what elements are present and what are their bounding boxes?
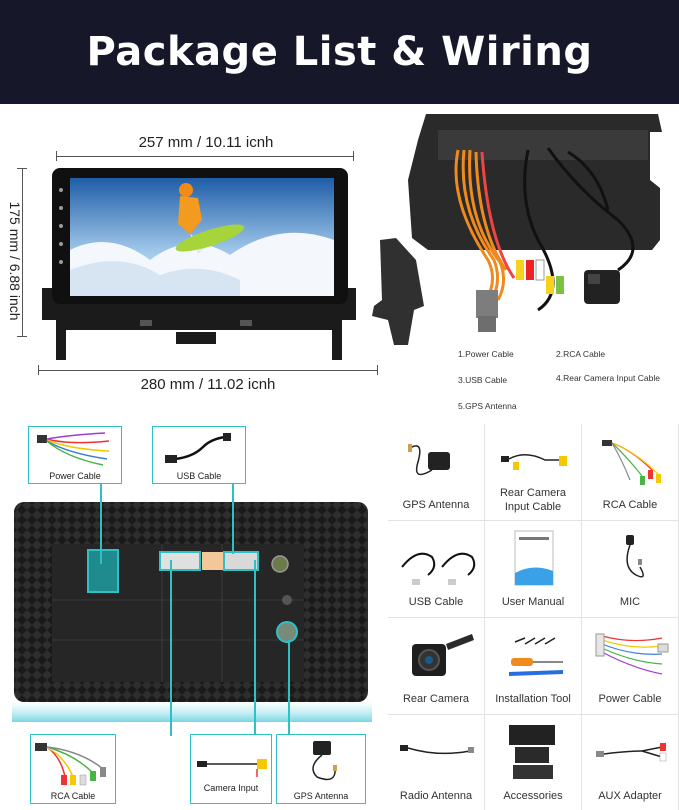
package-items-grid: GPS Antenna Rear Camera Input Cable bbox=[388, 424, 679, 810]
power-cable-icon bbox=[37, 432, 110, 466]
package-item-label: User Manual bbox=[501, 596, 565, 608]
usb-cable-icon bbox=[401, 552, 476, 585]
package-item: MIC bbox=[582, 521, 679, 618]
package-item: RCA Cable bbox=[582, 424, 679, 521]
tool-icon bbox=[509, 637, 563, 676]
legend-usb-cable: 3.USB Cable bbox=[458, 375, 508, 385]
leader-gps bbox=[288, 640, 290, 736]
callout-usb-cable: USB Cable bbox=[152, 426, 246, 484]
package-item: USB Cable bbox=[388, 521, 485, 618]
dimension-line-bottom bbox=[38, 370, 378, 371]
dimension-tick-left-bottom bbox=[17, 336, 27, 337]
dimension-top-width: 257 mm / 10.11 icnh bbox=[138, 134, 274, 151]
callout-power-cable: Power Cable bbox=[28, 426, 122, 484]
rca-cable-icon bbox=[35, 743, 106, 786]
dimension-height: 175 mm / 6.88 inch bbox=[7, 201, 23, 321]
callout-gps-antenna: GPS Antenna bbox=[276, 734, 366, 804]
package-item-label: Accessories bbox=[503, 790, 563, 802]
package-item-label: Rear Camera bbox=[402, 693, 470, 705]
callout-usb-label: USB Cable bbox=[176, 471, 222, 481]
dimension-tick-bottom-left bbox=[38, 365, 39, 375]
mic-icon bbox=[626, 535, 644, 578]
power-cable-icon bbox=[595, 633, 669, 675]
dimension-tick-left-top bbox=[17, 168, 27, 169]
usb-cable-icon bbox=[165, 433, 231, 463]
callout-camera-input: Camera Input bbox=[190, 734, 272, 804]
stereo-front-image bbox=[42, 168, 356, 360]
package-item-label-line1: Rear Camera bbox=[499, 487, 567, 499]
package-item-label-line2: Input Cable bbox=[504, 501, 562, 513]
callout-power-label: Power Cable bbox=[49, 471, 101, 481]
leader-rca bbox=[170, 560, 172, 736]
dimension-tick-top-left bbox=[56, 151, 57, 161]
rear-camera-icon bbox=[412, 634, 474, 676]
leader-usb bbox=[232, 484, 234, 554]
package-item: Installation Tool bbox=[485, 618, 582, 715]
callout-camera-label: Camera Input bbox=[203, 783, 259, 793]
package-item: User Manual bbox=[485, 521, 582, 618]
package-item: Power Cable bbox=[582, 618, 679, 715]
leader-camera bbox=[254, 560, 256, 736]
package-item-label: GPS Antenna bbox=[402, 499, 470, 511]
package-item-label: AUX Adapter bbox=[598, 790, 662, 802]
package-item: Radio Antenna bbox=[388, 715, 485, 810]
dimension-tick-bottom-right bbox=[377, 365, 378, 375]
package-item: Rear Camera bbox=[388, 618, 485, 715]
rca-cable-icon bbox=[602, 440, 661, 485]
legend-rear-camera-cable: 4.Rear Camera Input Cable bbox=[556, 373, 660, 383]
dimension-line-top bbox=[56, 156, 354, 157]
gps-antenna-icon bbox=[312, 741, 337, 781]
header-banner: Package List & Wiring bbox=[0, 0, 679, 104]
dimension-tick-top-right bbox=[353, 151, 354, 161]
legend-gps-antenna: 5.GPS Antenna bbox=[458, 401, 517, 411]
package-item: Accessories bbox=[485, 715, 582, 810]
package-item-label: MIC bbox=[619, 596, 641, 608]
gps-antenna-icon bbox=[408, 444, 450, 476]
manual-icon bbox=[514, 530, 554, 586]
package-item-label: Installation Tool bbox=[495, 693, 571, 705]
legend-power-cable: 1.Power Cable bbox=[458, 349, 514, 359]
aux-adapter-icon bbox=[596, 743, 667, 762]
package-item: Rear Camera Input Cable bbox=[485, 424, 582, 521]
radio-antenna-icon bbox=[400, 745, 474, 755]
package-item: GPS Antenna bbox=[388, 424, 485, 521]
leader-power bbox=[100, 484, 102, 564]
camera-input-cable-icon bbox=[197, 759, 267, 777]
package-item: AUX Adapter bbox=[582, 715, 679, 810]
dimension-bottom-width: 280 mm / 11.02 icnh bbox=[140, 376, 276, 393]
dimension-line-left bbox=[22, 168, 23, 336]
package-item-label: Rear Camera Input Cable bbox=[485, 486, 581, 514]
callout-gps-label: GPS Antenna bbox=[293, 791, 349, 801]
camera-input-cable-icon bbox=[501, 454, 567, 470]
wiring-harness-image bbox=[372, 114, 662, 345]
callout-rca-label: RCA Cable bbox=[50, 791, 96, 801]
package-item-label: Radio Antenna bbox=[399, 790, 473, 802]
package-item-label: USB Cable bbox=[408, 596, 464, 608]
stereo-back-panel-image bbox=[12, 502, 372, 722]
callout-rca-cable: RCA Cable bbox=[30, 734, 116, 804]
page-title: Package List & Wiring bbox=[86, 29, 593, 75]
accessories-icon bbox=[509, 725, 555, 779]
legend-rca-cable: 2.RCA Cable bbox=[556, 349, 606, 359]
package-item-label: Power Cable bbox=[598, 693, 662, 705]
package-item-label: RCA Cable bbox=[602, 499, 658, 511]
